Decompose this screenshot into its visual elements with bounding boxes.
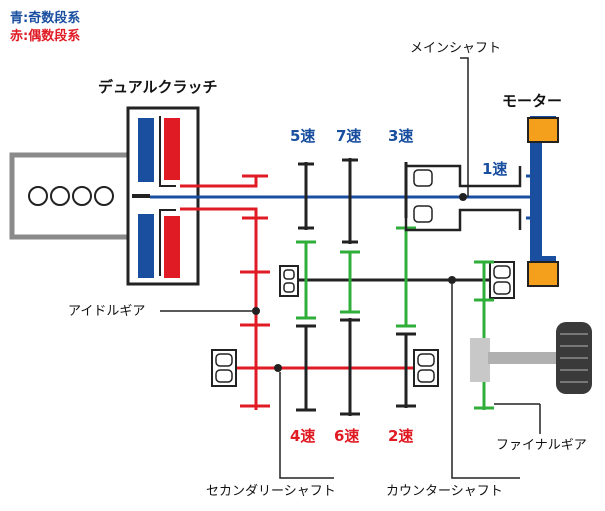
- idle-gear-node: [252, 307, 260, 315]
- secondary-bearing-left: [211, 349, 237, 387]
- wheel: [556, 322, 592, 394]
- legend-even: 赤:偶数段系: [10, 28, 80, 44]
- secondary-shaft-label: セカンダリーシャフト: [206, 484, 336, 499]
- gear-3-column: [396, 162, 416, 408]
- motor-label: モーター: [502, 92, 562, 110]
- counter-shaft-label: カウンターシャフト: [386, 484, 503, 499]
- final-gear-label: ファイナルギア: [496, 438, 587, 453]
- motor: [527, 116, 559, 287]
- dual-clutch: [126, 106, 200, 286]
- main-shaft-hub: [404, 164, 522, 232]
- gear-6-label: 6速: [334, 427, 359, 445]
- main-shaft-label: メインシャフト: [410, 41, 501, 56]
- dual-clutch-label: デュアルクラッチ: [98, 78, 218, 96]
- wheel-axle: [470, 338, 558, 382]
- gear-7-column: [340, 158, 360, 416]
- secondary-bearing-right: [413, 349, 439, 387]
- counter-bearing-right: [489, 261, 515, 299]
- gear-5-label: 5速: [290, 127, 315, 145]
- engine: [9, 152, 135, 240]
- gear-3-label: 3速: [388, 127, 413, 145]
- counter-bearing-left: [279, 265, 299, 297]
- idle-gear-label: アイドルギア: [68, 304, 145, 319]
- gear-1-label: 1速: [482, 160, 507, 178]
- gear-4-label: 4速: [290, 427, 315, 445]
- gear-5-column: [296, 162, 316, 412]
- gear-2-label: 2速: [388, 427, 413, 445]
- main-shaft-even-outer-top: [180, 176, 258, 188]
- main-shaft-even-outer-bottom: [180, 207, 258, 218]
- legend-odd: 青:奇数段系: [10, 10, 80, 26]
- gear-7-label: 7速: [336, 127, 361, 145]
